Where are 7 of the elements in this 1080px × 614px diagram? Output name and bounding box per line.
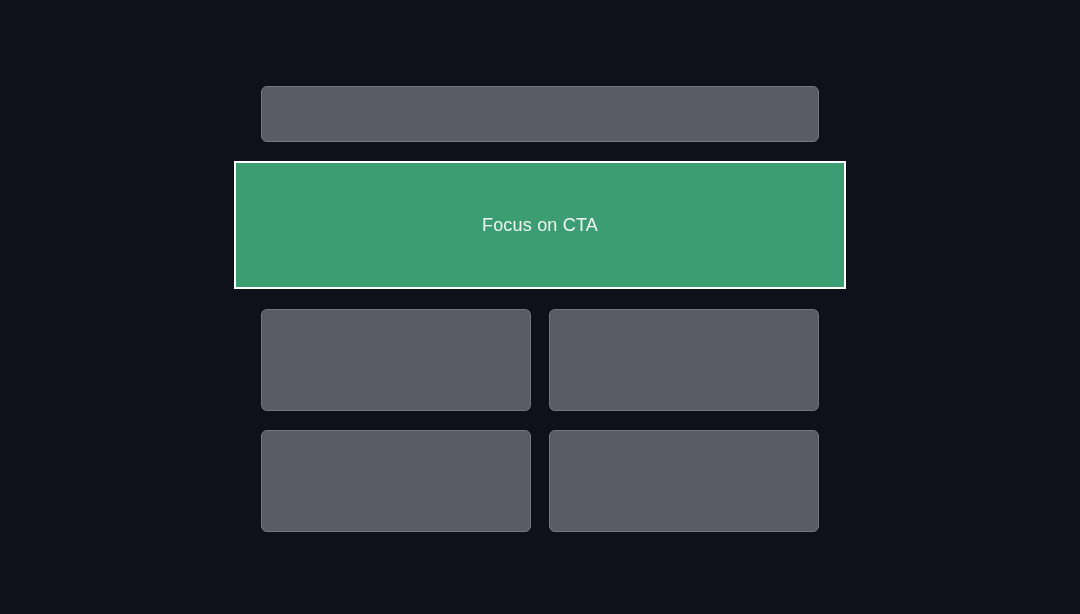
highlighted-section bbox=[234, 161, 846, 289]
placeholder-block bbox=[261, 86, 819, 142]
section-label: Focus on CTA bbox=[481, 214, 599, 236]
placeholder-block bbox=[261, 430, 531, 532]
placeholder-block bbox=[261, 309, 531, 411]
placeholder-block bbox=[549, 430, 819, 532]
placeholder-block bbox=[549, 309, 819, 411]
